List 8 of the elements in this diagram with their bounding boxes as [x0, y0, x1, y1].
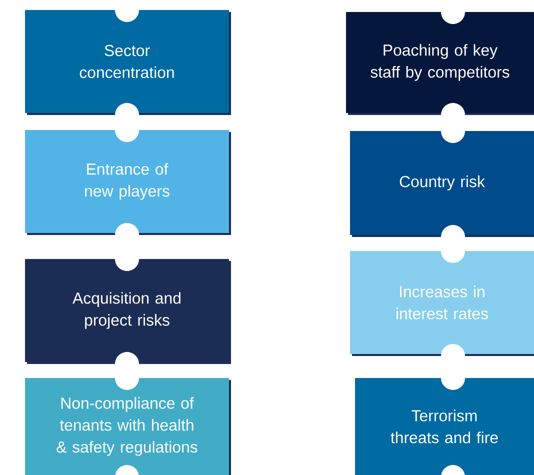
puzzle-box: Acquisition and project risks	[25, 258, 231, 364]
puzzle-box: Non-compliance of tenants with health & safety regulations	[25, 378, 231, 475]
puzzle-box: Entrance of new players	[25, 130, 231, 235]
puzzle-box: Terrorism threats and fire	[355, 378, 534, 475]
puzzle-box: Sector concentration	[25, 10, 231, 115]
puzzle-box: Country risk	[350, 130, 534, 237]
puzzle-box: Poaching of key staff by competitors	[346, 12, 534, 115]
puzzle-box: Increases in interest rates	[350, 250, 534, 356]
